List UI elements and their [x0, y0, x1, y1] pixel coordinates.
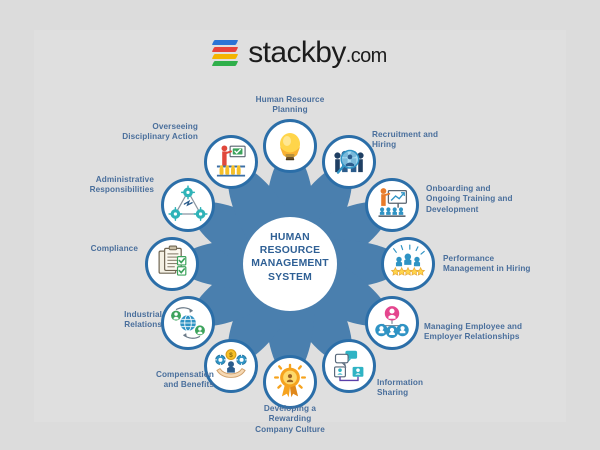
label-line: Hiring [372, 140, 397, 150]
brand-suffix-text: .com [345, 45, 388, 67]
label-line: Compensation [155, 370, 214, 379]
node-managing-employee-and-employer-relationships[interactable] [365, 296, 419, 350]
label-line: Information [377, 378, 424, 387]
label-line: Developing a [263, 404, 317, 413]
label-administrative-responsibilities: Administrative Responsibilities [76, 175, 154, 196]
node-overseeing-disciplinary-action[interactable] [204, 135, 258, 189]
label-line: Performance [443, 254, 495, 263]
label-line: Relations [124, 320, 162, 330]
node-onboarding-and-ongoing-training-and-development[interactable] [365, 178, 419, 232]
label-line: Human Resource [255, 95, 325, 104]
node-performance-management-in-hiring[interactable] [381, 237, 435, 291]
label-line: Administrative [95, 175, 154, 184]
label-line: Development [426, 204, 479, 214]
label-line: Responsibilities [89, 185, 154, 195]
node-developing-a-rewarding-company-culture[interactable] [263, 355, 317, 409]
label-line: Disciplinary Action [122, 132, 198, 142]
label-developing-a-rewarding-company-culture: Developing a Rewarding Company Culture [236, 404, 344, 435]
brand-logo: stackby.com [0, 38, 600, 68]
node-human-resource-planning[interactable] [263, 119, 317, 173]
label-information-sharing: Information Sharing [377, 378, 467, 399]
label-line: Ongoing Training and [426, 194, 513, 204]
label-line: Management in Hiring [443, 264, 531, 274]
node-administrative-responsibilities[interactable] [161, 178, 215, 232]
label-line: Onboarding and [426, 184, 491, 193]
node-information-sharing[interactable] [322, 339, 376, 393]
label-line: Recruitment and [372, 130, 439, 139]
label-line: Planning [272, 105, 308, 115]
label-performance-management-in-hiring: Performance Management in Hiring [443, 254, 553, 275]
label-managing-employee-and-employer-relationships: Managing Employee and Employer Relations… [424, 322, 549, 343]
node-compliance[interactable] [145, 237, 199, 291]
node-compensation-and-benefits[interactable] [204, 339, 258, 393]
label-line: Rewarding [268, 414, 312, 424]
node-recruitment-and-hiring[interactable] [322, 135, 376, 189]
label-onboarding-and-ongoing-training-and-development: Onboarding and Ongoing Training and Deve… [426, 184, 546, 215]
node-bubbles [145, 119, 435, 409]
label-line: Sharing [377, 388, 409, 398]
label-line: Compliance [90, 244, 138, 253]
label-line: and Benefits [163, 380, 214, 390]
label-compensation-and-benefits: Compensation and Benefits [118, 370, 214, 391]
label-line: Overseeing [152, 122, 198, 131]
node-industrial-relations[interactable] [161, 296, 215, 350]
label-line: Company Culture [255, 424, 325, 434]
label-line: Managing Employee and [424, 322, 523, 331]
label-line: Industrial [124, 310, 162, 319]
hub-circle [243, 217, 337, 311]
label-human-resource-planning: Human Resource Planning [240, 95, 340, 116]
brand-name: stackby.com [248, 36, 388, 69]
brand-name-text: stackby [248, 36, 346, 69]
label-compliance: Compliance [72, 244, 138, 254]
label-line: Employer Relationships [424, 332, 520, 342]
label-recruitment-and-hiring: Recruitment and Hiring [372, 130, 482, 151]
label-industrial-relations: Industrial Relations [96, 310, 162, 331]
label-overseeing-disciplinary-action: Overseeing Disciplinary Action [102, 122, 198, 143]
